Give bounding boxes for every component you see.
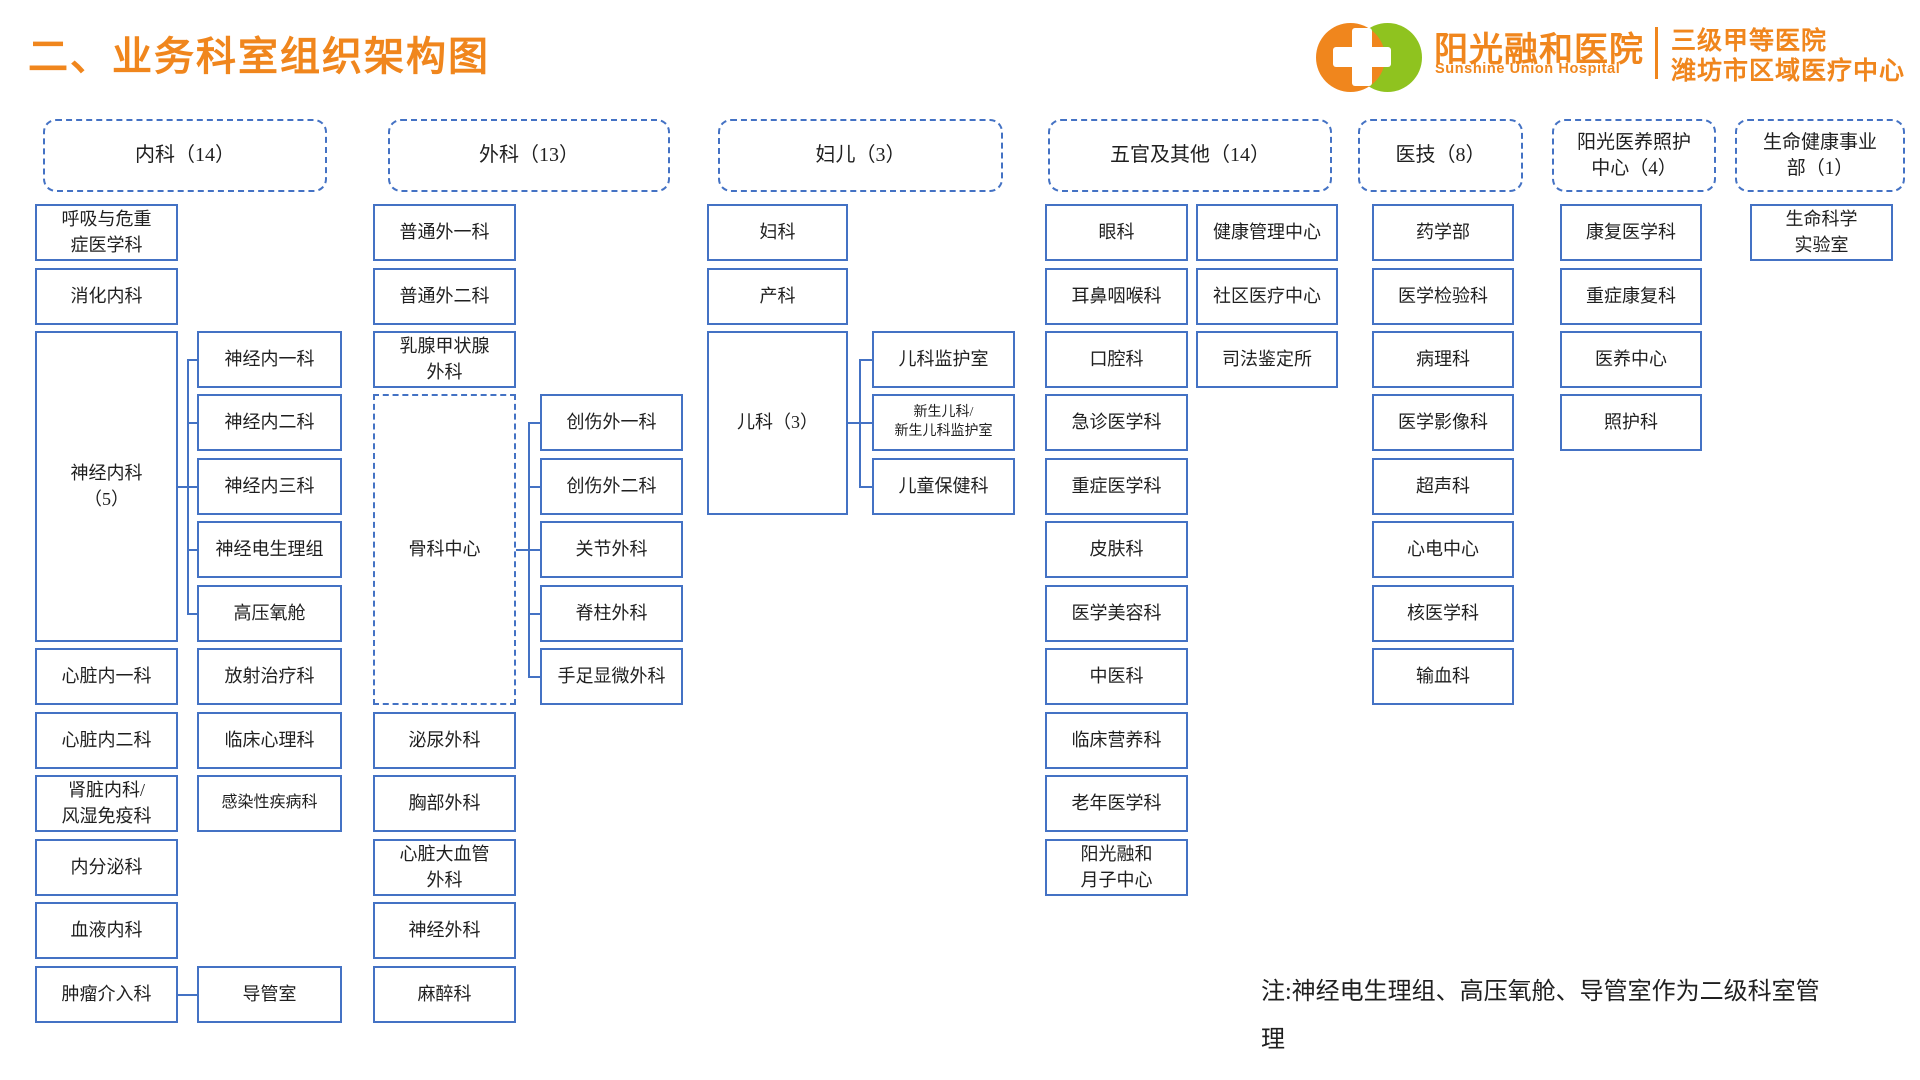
dept-pharmacy: 药学部: [1372, 204, 1514, 261]
dept-joint-surgery: 关节外科: [540, 521, 683, 578]
dept-respiratory-critical-care: 呼吸与危重 症医学科: [35, 204, 178, 261]
dept-cardiology-2: 心脏内二科: [35, 712, 178, 769]
dept-hand-foot-microsurgery: 手足显微外科: [540, 648, 683, 705]
dept-geriatrics: 老年医学科: [1045, 775, 1188, 832]
dept-medical-care-center: 医养中心: [1560, 331, 1702, 388]
dept-critical-rehabilitation: 重症康复科: [1560, 268, 1702, 325]
dept-neuro-electrophysiology: 神经电生理组: [197, 521, 342, 578]
dept-infectious-disease: 感染性疾病科: [197, 775, 342, 832]
dept-radiotherapy: 放射治疗科: [197, 648, 342, 705]
dept-endocrinology: 内分泌科: [35, 839, 178, 896]
connector-stub: [528, 422, 540, 424]
connector-stub: [187, 549, 197, 551]
connector-stub: [178, 486, 197, 488]
group-header-internal-medicine: 内科（14）: [43, 119, 327, 192]
hospital-logo-icon: [1316, 20, 1422, 96]
dept-clinical-laboratory: 医学检验科: [1372, 268, 1514, 325]
dept-hyperbaric-oxygen: 高压氧舱: [197, 585, 342, 642]
dept-tumor-intervention: 肿瘤介入科: [35, 966, 178, 1023]
dept-breast-thyroid-surgery: 乳腺甲状腺 外科: [373, 331, 516, 388]
connector-stub: [516, 549, 540, 551]
page-title: 二、业务科室组织架构图: [28, 35, 490, 79]
dept-medical-cosmetology: 医学美容科: [1045, 585, 1188, 642]
dept-obstetrics: 产科: [707, 268, 848, 325]
connector-stub: [528, 486, 540, 488]
connector-stub: [187, 422, 197, 424]
dept-clinical-nutrition: 临床营养科: [1045, 712, 1188, 769]
dept-pediatric-icu: 儿科监护室: [872, 331, 1015, 388]
group-header-life-health: 生命健康事业 部（1）: [1735, 119, 1905, 192]
brand-divider: [1655, 27, 1658, 79]
connector-cath-lab: [178, 994, 197, 996]
dept-spine-surgery: 脊柱外科: [540, 585, 683, 642]
dept-trauma-surgery-1: 创伤外一科: [540, 394, 683, 451]
dept-neurology-2: 神经内二科: [197, 394, 342, 451]
dept-cardiovascular-surgery: 心脏大血管 外科: [373, 839, 516, 896]
group-header-medtech: 医技（8）: [1358, 119, 1523, 192]
connector-stub: [187, 613, 197, 615]
dept-rehabilitation-medicine: 康复医学科: [1560, 204, 1702, 261]
dept-neurology-1: 神经内一科: [197, 331, 342, 388]
dept-cardiology-1: 心脏内一科: [35, 648, 178, 705]
dept-pediatrics: 儿科（3）: [707, 331, 848, 515]
dept-ent: 耳鼻咽喉科: [1045, 268, 1188, 325]
dept-general-surgery-1: 普通外一科: [373, 204, 516, 261]
dept-community-medical-center: 社区医疗中心: [1196, 268, 1338, 325]
dept-thoracic-surgery: 胸部外科: [373, 775, 516, 832]
tagline-line1: 三级甲等医院: [1671, 27, 1828, 55]
group-header-ent-other: 五官及其他（14）: [1048, 119, 1332, 192]
dept-nephrology-rheumatology: 肾脏内科/ 风湿免疫科: [35, 775, 178, 832]
dept-blood-transfusion: 输血科: [1372, 648, 1514, 705]
tagline-line2: 潍坊市区域医疗中心: [1671, 57, 1906, 85]
dept-general-surgery-2: 普通外二科: [373, 268, 516, 325]
dept-ecg-center: 心电中心: [1372, 521, 1514, 578]
dept-ophthalmology: 眼科: [1045, 204, 1188, 261]
dept-stomatology: 口腔科: [1045, 331, 1188, 388]
dept-forensic-institute: 司法鉴定所: [1196, 331, 1338, 388]
dept-life-science-laboratory: 生命科学 实验室: [1750, 204, 1893, 261]
group-header-maternal-child: 妇儿（3）: [718, 119, 1003, 192]
hospital-name-en: Sunshine Union Hospital: [1435, 61, 1621, 77]
dept-traditional-chinese-medicine: 中医科: [1045, 648, 1188, 705]
dept-postpartum-center: 阳光融和 月子中心: [1045, 839, 1188, 896]
dept-neurosurgery: 神经外科: [373, 902, 516, 959]
footnote: 注:神经电生理组、高压氧舱、导管室作为二级科室管 理: [1261, 979, 1820, 1053]
dept-gynecology: 妇科: [707, 204, 848, 261]
dept-critical-care-medicine: 重症医学科: [1045, 458, 1188, 515]
dept-nursing-care: 照护科: [1560, 394, 1702, 451]
connector-stub: [528, 676, 540, 678]
dept-pathology: 病理科: [1372, 331, 1514, 388]
connector-stub: [848, 422, 872, 424]
dept-ultrasound: 超声科: [1372, 458, 1514, 515]
dept-medical-imaging: 医学影像科: [1372, 394, 1514, 451]
dept-health-management-center: 健康管理中心: [1196, 204, 1338, 261]
dept-anesthesiology: 麻醉科: [373, 966, 516, 1023]
connector-stub: [528, 613, 540, 615]
dept-nuclear-medicine: 核医学科: [1372, 585, 1514, 642]
dept-child-healthcare: 儿童保健科: [872, 458, 1015, 515]
dept-urology: 泌尿外科: [373, 712, 516, 769]
dept-neurology: 神经内科 （5）: [35, 331, 178, 642]
dept-emergency-medicine: 急诊医学科: [1045, 394, 1188, 451]
hospital-tagline: 三级甲等医院 潍坊市区域医疗中心: [1671, 26, 1905, 86]
group-header-care-center: 阳光医养照护 中心（4）: [1552, 119, 1716, 192]
logo-cross-icon: [1333, 47, 1391, 67]
dept-neurology-3: 神经内三科: [197, 458, 342, 515]
dept-hematology: 血液内科: [35, 902, 178, 959]
group-header-surgery: 外科（13）: [388, 119, 670, 192]
dept-cath-lab: 导管室: [197, 966, 342, 1023]
dept-neonatology: 新生儿科/ 新生儿科监护室: [872, 394, 1015, 451]
dept-trauma-surgery-2: 创伤外二科: [540, 458, 683, 515]
dept-gastroenterology: 消化内科: [35, 268, 178, 325]
dept-orthopedics-center: 骨科中心: [373, 394, 516, 705]
connector-stub: [859, 359, 872, 361]
dept-clinical-psychology: 临床心理科: [197, 712, 342, 769]
connector-stub: [859, 486, 872, 488]
hospital-name-cn: 阳光融和医院: [1434, 31, 1644, 69]
connector-stub: [187, 359, 197, 361]
dept-dermatology: 皮肤科: [1045, 521, 1188, 578]
